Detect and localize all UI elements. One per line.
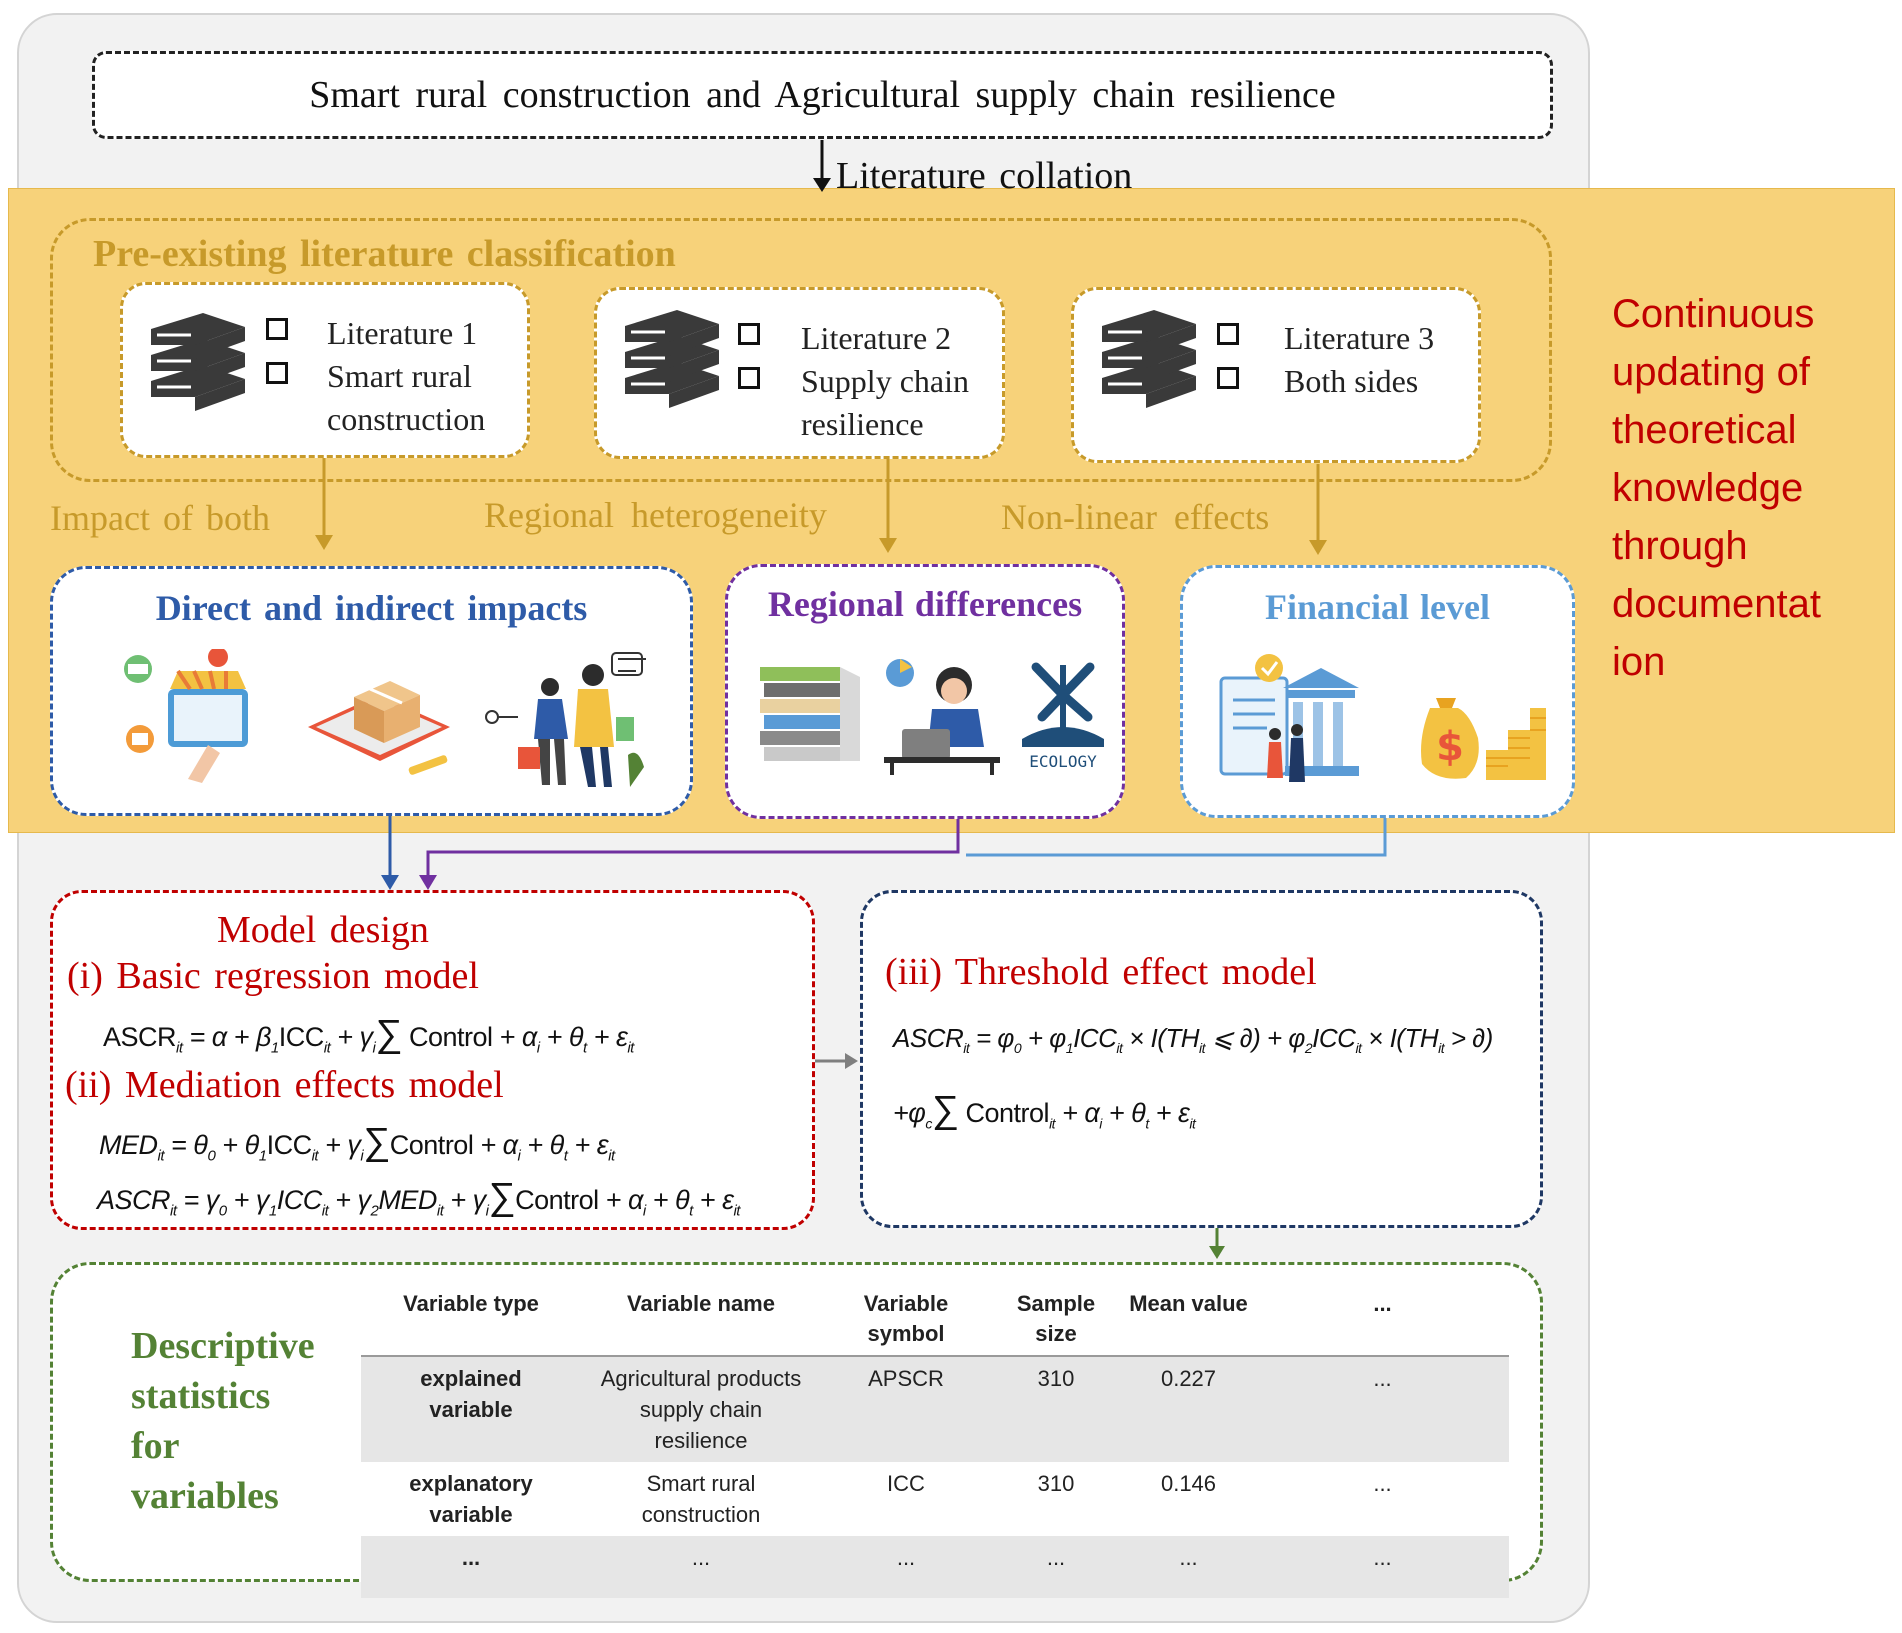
header-variable-symbol: Variable symbol xyxy=(821,1283,991,1357)
checkbox-icon xyxy=(738,367,760,389)
regional-label: Regional heterogeneity xyxy=(484,495,827,535)
table-cell: APSCR xyxy=(821,1356,991,1462)
books-icon xyxy=(151,313,245,411)
lightblue-line xyxy=(966,818,1387,857)
literature-1-line3: construction xyxy=(327,401,486,437)
header-variable-type: Variable type xyxy=(361,1283,581,1357)
svg-text:$: $ xyxy=(1436,724,1464,770)
table-cell: 310 xyxy=(991,1356,1121,1462)
table-cell: Agricultural products supply chain resil… xyxy=(581,1356,821,1462)
books-icon xyxy=(625,310,719,408)
table-cell: 0.146 xyxy=(1160,1471,1217,1496)
bank-icon xyxy=(1219,654,1359,782)
direct-impacts-box: Direct and indirect impacts xyxy=(50,566,693,816)
table-cell: explanatory variable xyxy=(409,1471,533,1527)
impact-label: Impact of both xyxy=(50,498,270,538)
analyst-laptop-icon xyxy=(884,659,1000,775)
table-cell: ICC xyxy=(887,1471,925,1496)
checkbox-icon xyxy=(1217,367,1239,389)
stats-title-line-1: Descriptive xyxy=(131,1325,315,1367)
stats-title-line-2: statistics xyxy=(131,1375,271,1417)
table-cell: ... xyxy=(991,1536,1121,1598)
checkbox-icon xyxy=(1217,323,1239,345)
table-cell: ... xyxy=(821,1536,991,1598)
table-cell: 0.227 xyxy=(1121,1356,1256,1462)
collation-label: Literature collation xyxy=(836,155,1133,197)
literature-2-line3: resilience xyxy=(801,406,924,442)
threshold-title: (iii) Threshold effect model xyxy=(885,951,1317,993)
classification-title: Pre-existing literature classification xyxy=(93,233,676,275)
model-design-box: Model design (i) Basic regression model … xyxy=(50,890,815,1230)
mediation-title: (ii) Mediation effects model xyxy=(65,1064,504,1106)
regional-differences-title: Regional differences xyxy=(767,584,1083,624)
header-mean-value: Mean value xyxy=(1121,1283,1256,1357)
delivery-box-icon xyxy=(308,681,450,775)
literature-box-2: Literature 2 Supply chain resilience xyxy=(594,287,1005,459)
stats-title-line-3: for xyxy=(131,1425,180,1467)
mediation-equation-2: ASCRit = γ0 + γ1ICCit + γ2MEDit + γi∑Con… xyxy=(97,1176,740,1220)
threshold-model-box: (iii) Threshold effect model ASCRit = φ0… xyxy=(860,890,1543,1228)
ecology-label: ECOLOGY xyxy=(1029,752,1097,770)
books-icon xyxy=(1102,310,1196,408)
model-design-title: Model design xyxy=(217,909,429,951)
literature-1-line2: Smart rural xyxy=(327,358,472,394)
table-cell: explained variable xyxy=(361,1356,581,1462)
threshold-equation-1: ASCRit = φ0 + φ1ICCit × I(THit ⩽ ∂) + φ2… xyxy=(893,1023,1493,1057)
literature-box-3: Literature 3 Both sides xyxy=(1071,287,1481,463)
basic-regression-title: (i) Basic regression model xyxy=(67,955,479,997)
regional-differences-box: Regional differences ECOLOGY xyxy=(725,564,1125,819)
table-cell: 310 xyxy=(1037,1471,1075,1496)
financial-level-box: Financial level $ xyxy=(1180,565,1575,818)
table-cell: ... xyxy=(361,1536,581,1598)
purple-arrow xyxy=(426,818,960,880)
table-cell: ... xyxy=(1121,1536,1256,1598)
nonlinear-label: Non-linear effects xyxy=(1001,497,1270,537)
table-cell: ... xyxy=(1256,1536,1509,1598)
documents-stack-icon xyxy=(760,667,860,761)
ecology-icon: ECOLOGY xyxy=(1022,662,1104,770)
financial-level-title: Financial level xyxy=(1265,587,1490,627)
online-shop-icon xyxy=(124,649,248,783)
threshold-equation-2: +φc∑ Controlit + αi + θt + εit xyxy=(893,1089,1196,1132)
descriptive-stats-box: Descriptive statistics for variables Var… xyxy=(50,1262,1543,1598)
classification-box xyxy=(50,218,1552,482)
direct-impacts-title: Direct and indirect impacts xyxy=(155,588,588,628)
literature-3-line2: Both sides xyxy=(1284,363,1419,399)
table-cell: ... xyxy=(1373,1471,1392,1496)
stats-table: Variable type Variable name Variable sym… xyxy=(361,1283,1509,1598)
table-row: explained variable Agricultural products… xyxy=(361,1356,1509,1462)
literature-2-line1: Literature 2 xyxy=(801,320,952,356)
table-cell: Smart rural construction xyxy=(641,1471,761,1527)
stats-title-line-4: variables xyxy=(131,1475,279,1517)
basic-regression-equation: ASCRit = α + β1ICCit + γi∑ Control + αi … xyxy=(103,1013,634,1057)
header-more: ... xyxy=(1256,1283,1509,1357)
table-row: explanatory variable Smart rural constru… xyxy=(361,1462,1509,1536)
table-header-row: Variable type Variable name Variable sym… xyxy=(361,1283,1509,1357)
main-title: Smart rural construction and Agricultura… xyxy=(92,51,1553,139)
money-bag-icon: $ xyxy=(1421,698,1546,780)
header-sample-size: Sample size xyxy=(991,1283,1121,1357)
mediation-equation-1: MEDit = θ0 + θ1ICCit + γi∑Control + αi +… xyxy=(99,1121,615,1165)
shopping-people-icon xyxy=(485,652,646,787)
table-cell: ... xyxy=(581,1536,821,1598)
literature-2-line2: Supply chain xyxy=(801,363,969,399)
checkbox-icon xyxy=(266,362,288,384)
collation-arrowhead xyxy=(813,178,831,192)
literature-1-line1: Literature 1 xyxy=(327,315,478,351)
checkbox-icon xyxy=(738,323,760,345)
table-row: ... ... ... ... ... ... xyxy=(361,1536,1509,1598)
header-variable-name: Variable name xyxy=(581,1283,821,1357)
checkbox-icon xyxy=(266,318,288,340)
literature-box-1: Literature 1 Smart rural construction xyxy=(120,282,530,458)
table-cell: ... xyxy=(1256,1356,1509,1462)
literature-3-line1: Literature 3 xyxy=(1284,320,1435,356)
continuous-updating-note: Continuous updating of theoretical knowl… xyxy=(1612,292,1822,684)
